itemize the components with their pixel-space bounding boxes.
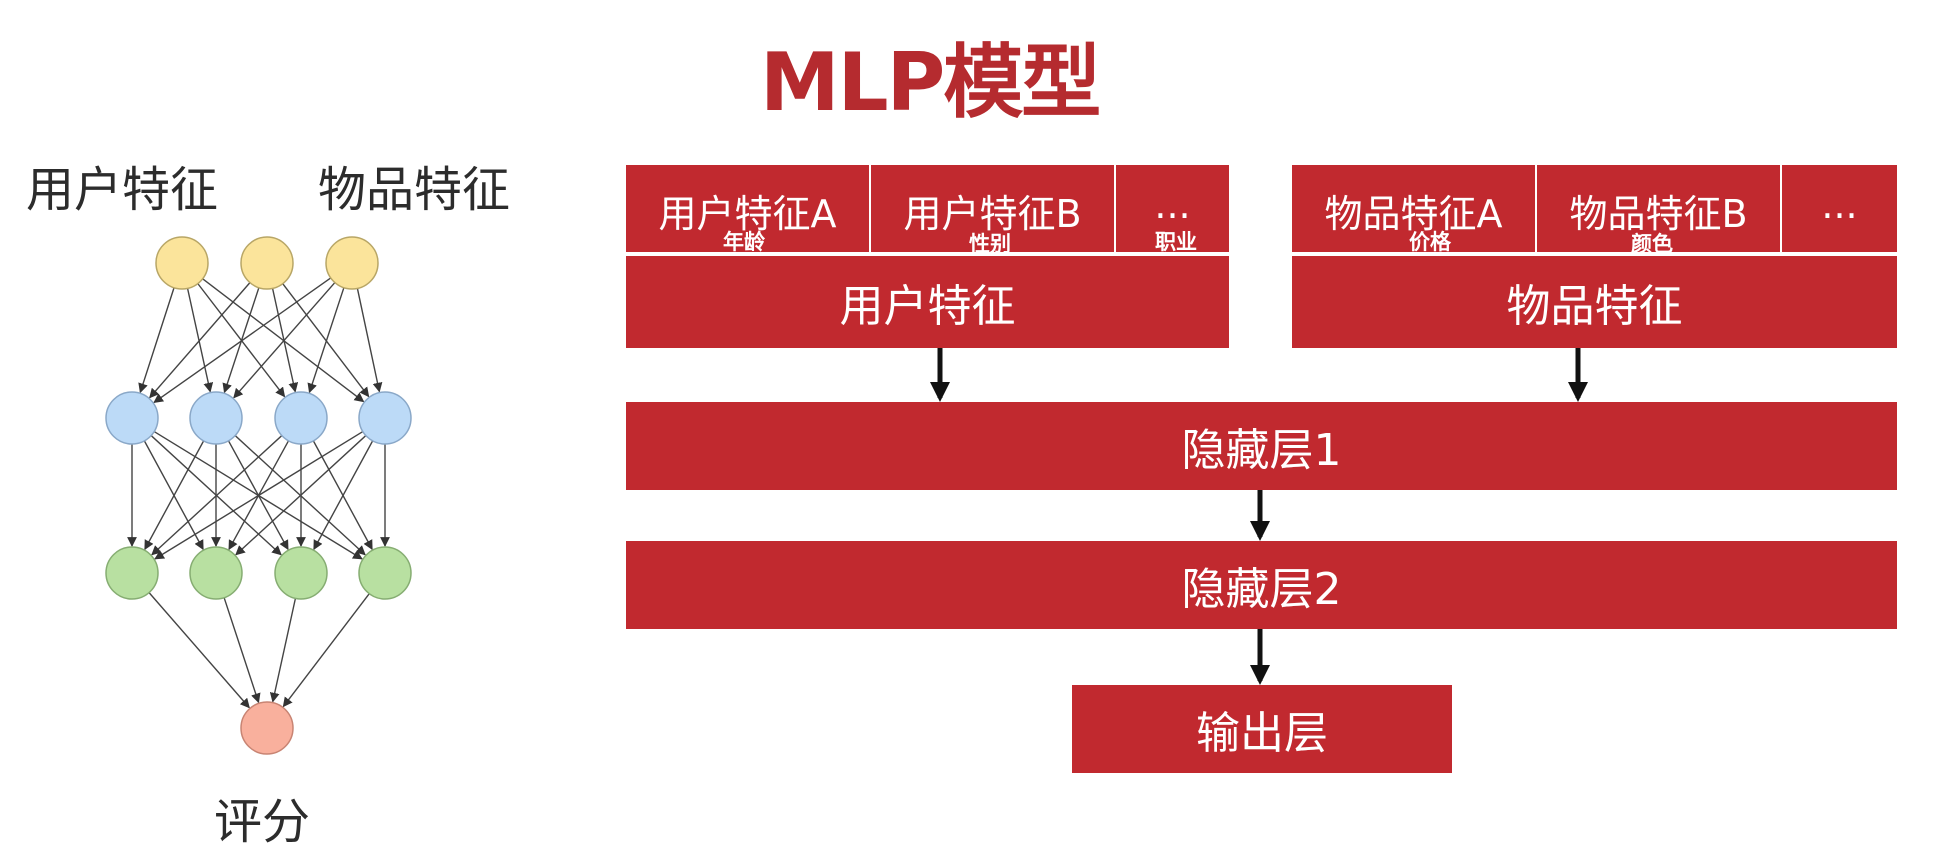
network-node-hidden2 (189, 546, 243, 600)
item-feature-group: 物品特征 (1292, 256, 1897, 348)
network-edge (202, 278, 365, 403)
item-feature-more-cell: ... (1782, 165, 1897, 252)
network-edge (151, 435, 283, 556)
network-node-input (155, 236, 209, 290)
item-feature-more-label: ... (1821, 183, 1858, 227)
network-node-hidden1 (358, 391, 412, 445)
network-edge (282, 283, 370, 398)
user-feature-group: 用户特征 (626, 256, 1229, 348)
user-feature-b-label: 用户特征B (903, 192, 1082, 236)
user-feature-more-example: 职业 (1155, 229, 1197, 254)
network-node-input (325, 236, 379, 290)
network-node-hidden1 (189, 391, 243, 445)
output-layer: 输出层 (1072, 685, 1452, 773)
item-feature-b-example: 颜色 (1631, 231, 1673, 256)
network-edge (282, 593, 370, 708)
hidden-layer-2: 隐藏层2 (626, 541, 1897, 629)
network-edge (313, 440, 374, 551)
network-node-hidden2 (358, 546, 412, 600)
network-edge (148, 592, 250, 709)
user-feature-group-label: 用户特征 (839, 281, 1016, 332)
item-feature-group-label: 物品特征 (1506, 281, 1683, 332)
user-feature-more-label: ... (1154, 183, 1191, 227)
item-feature-a-example: 价格 (1409, 229, 1451, 254)
network-edge (144, 440, 205, 551)
user-feature-b-cell: 用户特征B (871, 165, 1114, 252)
item-feature-b-cell: 物品特征B (1537, 165, 1780, 252)
user-feature-a-label: 用户特征A (658, 192, 837, 236)
network-edge (235, 435, 367, 556)
network-edge (138, 287, 175, 394)
network-node-output (240, 701, 294, 755)
network-edge (186, 288, 214, 393)
hidden-layer-1: 隐藏层1 (626, 402, 1897, 490)
item-feature-a-cell: 物品特征A (1292, 165, 1535, 252)
network-output-label: 评分 (214, 794, 311, 850)
network-edge (307, 287, 345, 394)
network-node-input (240, 236, 294, 290)
network-edge (356, 288, 383, 393)
network-input-label-user: 用户特征 (26, 162, 219, 218)
network-node-hidden1 (105, 391, 159, 445)
item-feature-a-label: 物品特征A (1324, 192, 1503, 236)
network-edge (223, 597, 261, 704)
user-feature-more-cell: ... (1116, 165, 1229, 252)
network-edge (233, 282, 336, 399)
output-layer-label: 输出层 (1196, 708, 1328, 759)
network-edge (153, 277, 332, 404)
page-title: MLP模型 (760, 36, 1101, 129)
item-feature-b-label: 物品特征B (1569, 192, 1748, 236)
hidden-layer-1-label: 隐藏层1 (1181, 425, 1342, 476)
network-node-hidden1 (274, 391, 328, 445)
user-feature-a-example: 年龄 (723, 229, 765, 254)
network-edge (154, 430, 364, 560)
network-input-label-item: 物品特征 (318, 162, 511, 218)
user-feature-a-cell: 用户特征A (626, 165, 869, 252)
network-node-hidden2 (274, 546, 328, 600)
hidden-layer-2-label: 隐藏层2 (1181, 564, 1342, 615)
network-edge (269, 598, 297, 703)
network-edge (149, 282, 251, 399)
user-feature-b-example: 性别 (969, 231, 1011, 256)
network-node-hidden2 (105, 546, 159, 600)
